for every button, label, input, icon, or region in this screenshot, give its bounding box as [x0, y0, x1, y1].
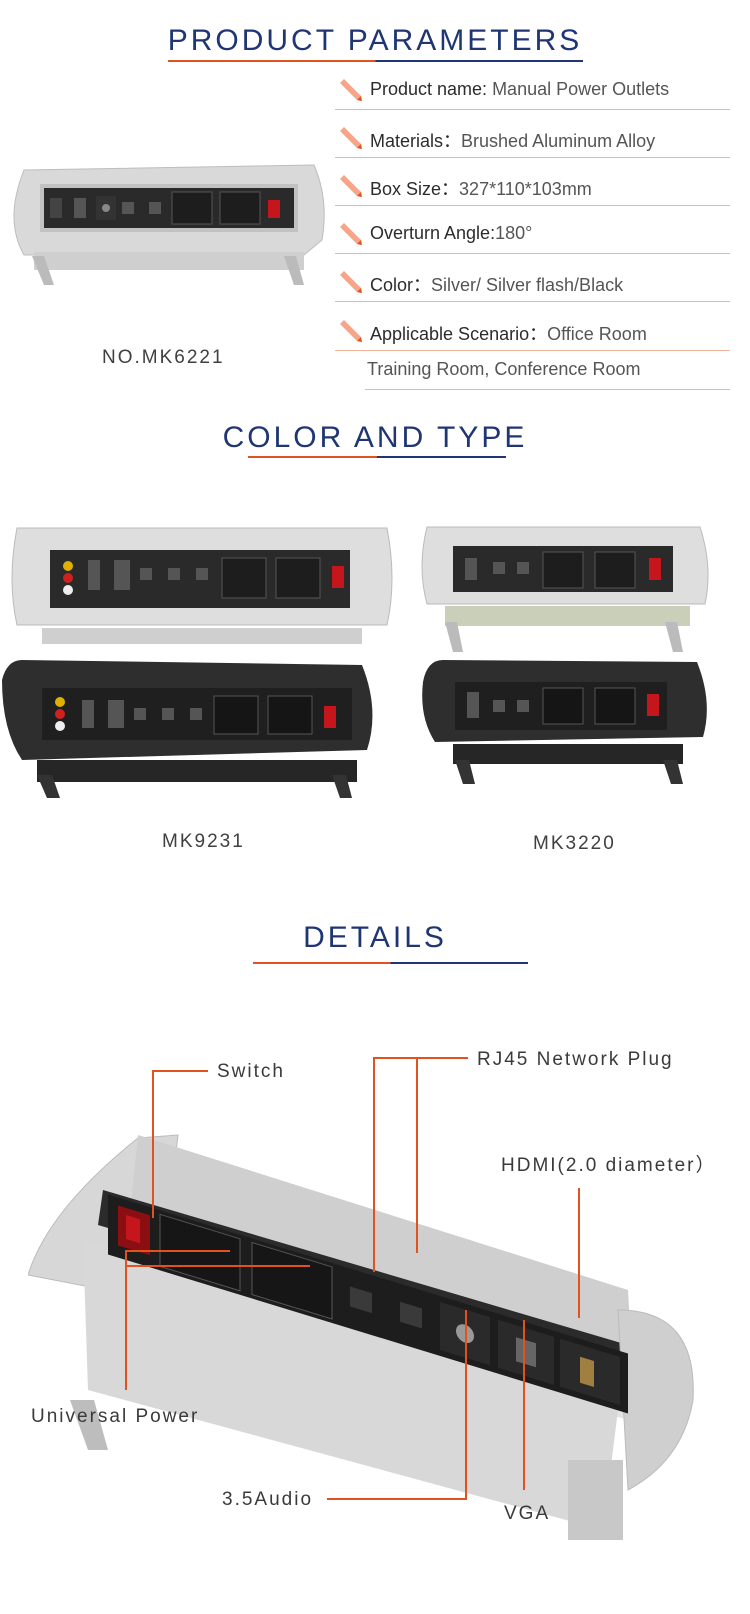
param-row-box-size: Box Size：327*110*103mm	[335, 171, 730, 206]
callout-line-rj45	[373, 1057, 468, 1059]
callout-line-vga	[523, 1320, 525, 1490]
callout-audio: 3.5Audio	[222, 1489, 314, 1510]
param-label: Overturn Angle:	[370, 223, 496, 243]
callout-hdmi: HDMI(2.0 diameter）	[501, 1155, 717, 1176]
pencil-icon	[340, 79, 362, 101]
product-image-mk6221	[13, 164, 325, 285]
pencil-icon	[340, 175, 362, 197]
callout-line-universal-power	[125, 1265, 310, 1267]
param-row-scenario: Applicable Scenario：Office Room	[335, 316, 730, 351]
type-model-label: MK3220	[533, 833, 616, 854]
param-row-materials: Materials：Brushed Aluminum Alloy	[335, 123, 730, 158]
callout-rj45: RJ45 Network Plug	[477, 1049, 674, 1070]
product-image-mk9231	[2, 527, 393, 798]
param-value: Brushed Aluminum Alloy	[461, 131, 656, 151]
param-row-scenario-continued: Training Room, Conference Room	[365, 355, 730, 390]
product-parameters-title: PRODUCT PARAMETERS	[167, 24, 583, 57]
product-model-label: NO.MK6221	[102, 347, 225, 368]
param-row-color: Color：Silver/ Silver flash/Black	[335, 267, 730, 302]
callout-line-hdmi	[578, 1188, 580, 1318]
color-and-type-title: COLOR AND TYPE	[222, 421, 528, 454]
details-title: DETAILS	[303, 921, 447, 954]
param-value: Manual Power Outlets	[492, 79, 670, 99]
callout-line-switch	[152, 1070, 208, 1072]
callout-line-switch	[152, 1070, 154, 1218]
param-row-product-name: Product name: Manual Power Outlets	[335, 75, 730, 110]
param-value: Training Room, Conference Room	[367, 359, 641, 379]
title-underline	[248, 456, 506, 458]
title-underline	[253, 962, 528, 964]
param-label: Color：	[370, 275, 432, 295]
product-detail-image	[28, 1134, 694, 1540]
callout-line-rj45	[373, 1057, 375, 1272]
pencil-icon	[340, 127, 362, 149]
pencil-icon	[340, 271, 362, 293]
param-value: 327*110*103mm	[459, 179, 592, 199]
callout-universal-power: Universal Power	[31, 1406, 200, 1427]
param-label: Box Size：	[370, 179, 460, 199]
type-model-label: MK9231	[162, 831, 245, 852]
callout-line-audio	[465, 1310, 467, 1500]
callout-line-audio	[327, 1498, 467, 1500]
param-label: Materials：	[370, 131, 462, 151]
callout-line-universal-power	[125, 1250, 230, 1252]
callout-line-rj45	[416, 1057, 418, 1253]
product-image-mk3220	[421, 526, 709, 784]
pencil-icon	[340, 320, 362, 342]
pencil-icon	[340, 223, 362, 245]
callout-switch: Switch	[217, 1061, 285, 1082]
param-value: Office Room	[547, 324, 647, 344]
param-row-overturn-angle: Overturn Angle:180°	[335, 219, 730, 254]
param-value: 180°	[495, 223, 533, 243]
param-value: Silver/ Silver flash/Black	[431, 275, 624, 295]
title-underline	[168, 60, 583, 62]
callout-line-universal-power	[125, 1250, 127, 1390]
callout-vga: VGA	[504, 1503, 551, 1524]
param-label: Applicable Scenario：	[370, 324, 548, 344]
param-label: Product name:	[370, 79, 493, 99]
